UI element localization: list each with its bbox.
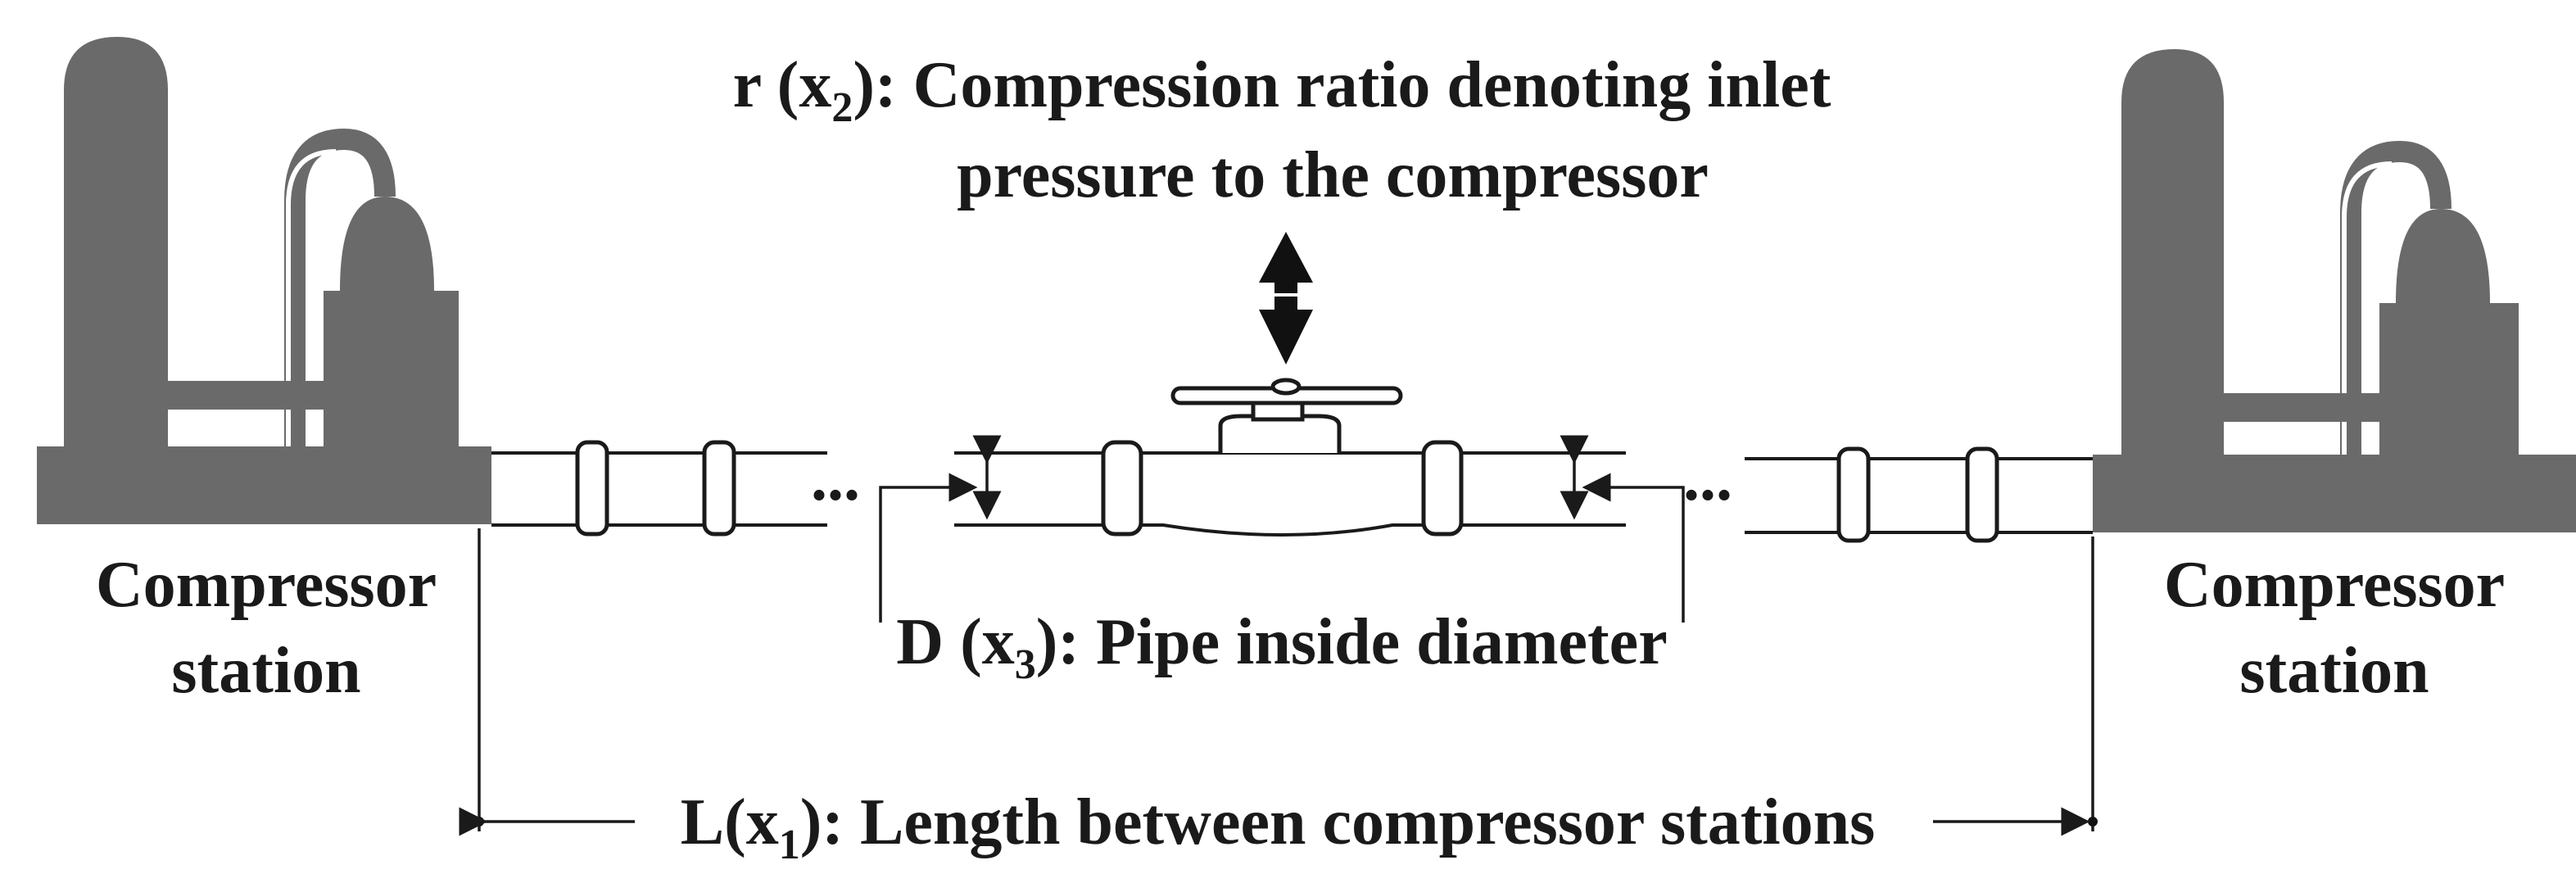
pipe-coupling — [1101, 440, 1143, 537]
pipe-coupling — [1421, 440, 1464, 537]
length-dimension — [459, 528, 2098, 836]
right-station-label-line1: Compressor — [2164, 549, 2505, 621]
left-station-label-line2: station — [171, 635, 360, 707]
pipe-coupling — [1965, 446, 1999, 543]
length-label: L(x1): Length between compressor station… — [681, 786, 1876, 868]
valve-icon — [1170, 378, 1403, 453]
double-arrow-icon — [1259, 232, 1313, 365]
pipe-coupling — [702, 440, 736, 537]
diameter-leader-right — [1582, 473, 1685, 623]
ellipsis-right: ... — [1683, 442, 1732, 514]
ellipsis-left: ... — [811, 442, 860, 514]
compression-ratio-label-line2: pressure to the compressor — [957, 139, 1709, 211]
pipe-diameter-label: D (x3): Pipe inside diameter — [896, 606, 1667, 688]
center-pipe-segment — [954, 440, 1626, 537]
left-compressor-station-icon — [37, 37, 491, 524]
right-station-label-line2: station — [2239, 635, 2429, 707]
pipe-coupling — [1836, 446, 1871, 543]
left-station-label-line1: Compressor — [96, 549, 437, 621]
right-pipe-segment — [1745, 446, 2093, 543]
pipe-coupling — [575, 440, 609, 537]
right-compressor-station-icon — [2093, 49, 2576, 532]
compression-ratio-label: r (x2): Compression ratio denoting inlet — [733, 49, 1831, 131]
left-pipe-segment — [491, 440, 827, 537]
diameter-leader-left — [879, 473, 978, 623]
